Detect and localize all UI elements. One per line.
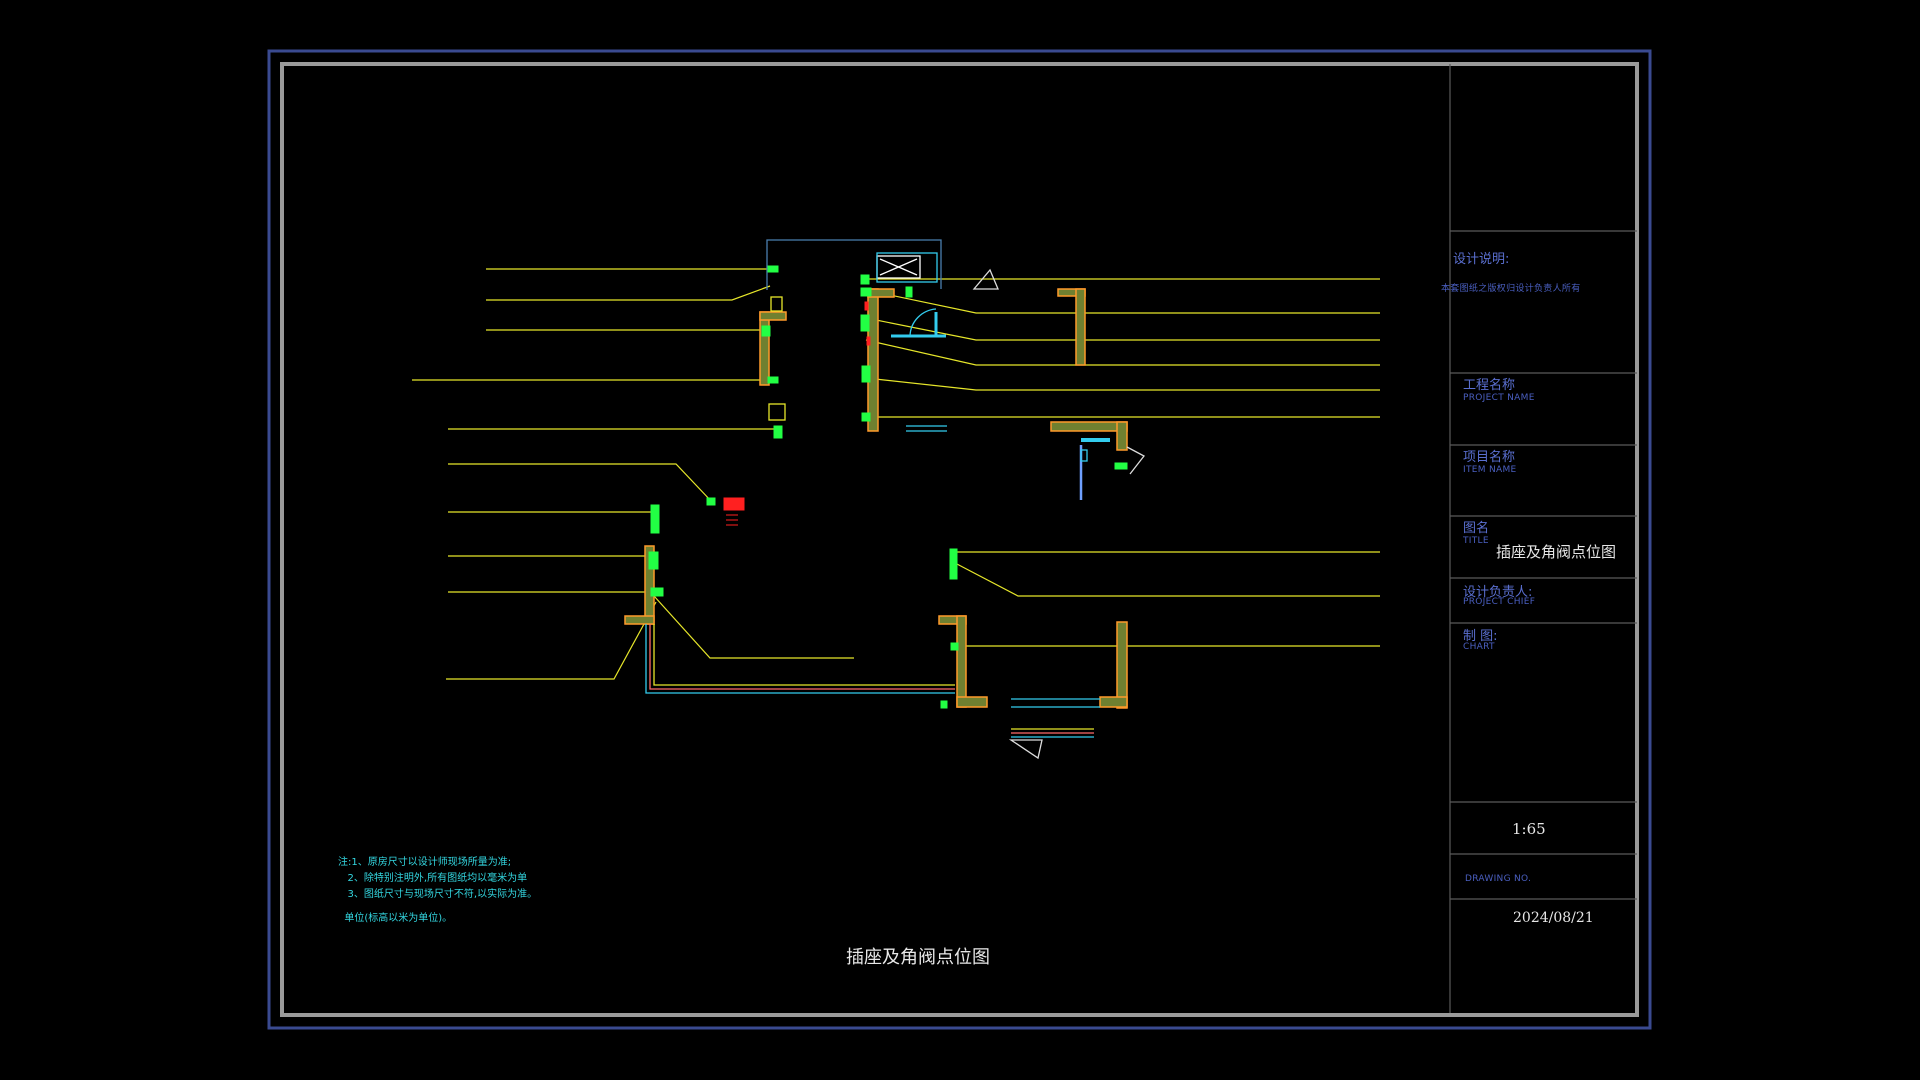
chart-label-en: CHART [1463,642,1495,652]
project-name-label-en: PROJECT NAME [1463,393,1535,403]
design-notes-label: 设计说明: [1453,252,1510,267]
chief-label-cn: 设计负责人: [1463,585,1533,600]
inner-frame [280,62,1639,1017]
note-line: 2、除特别注明外,所有图纸均以毫米为单 [338,873,528,884]
drawing-no-label: DRAWING NO. [1465,874,1532,884]
note-line: 注:1、原房尺寸以设计师现场所量为准; [338,857,512,868]
note-line [338,903,537,911]
outer-frame [267,49,1652,1030]
drawing-title: 插座及角阀点位图 [846,947,990,968]
scale-value: 1:65 [1512,820,1546,838]
alert-markers [723,301,871,526]
title-label-en: TITLE [1463,536,1489,546]
title-value: 插座及角阀点位图 [1496,543,1617,561]
general-notes: 注:1、原房尺寸以设计师现场所量为准; 2、除特别注明外,所有图纸均以毫米为单 … [338,855,537,927]
socket-symbols [648,265,1128,709]
note-line: 单位(标高以米为单位)。 [338,913,453,924]
chief-label-en: PROJECT CHIEF [1463,597,1536,607]
item-name-label-cn: 项目名称 [1463,450,1516,465]
fixtures [645,239,1145,760]
walls [624,288,1128,709]
note-line: 3、图纸尺寸与现场尺寸不符,以实际为准。 [338,889,538,900]
item-name-label-en: ITEM NAME [1463,465,1517,475]
copyright-note: 本套图纸之版权归设计负责人所有 [1441,284,1581,294]
title-label-cn: 图名 [1463,521,1490,536]
date-value: 2024/08/21 [1513,910,1594,926]
chart-label-cn: 制 图: [1463,629,1498,644]
project-name-label-cn: 工程名称 [1463,378,1516,393]
title-block-grid [1449,64,1637,1013]
leader-lines [412,268,1380,680]
